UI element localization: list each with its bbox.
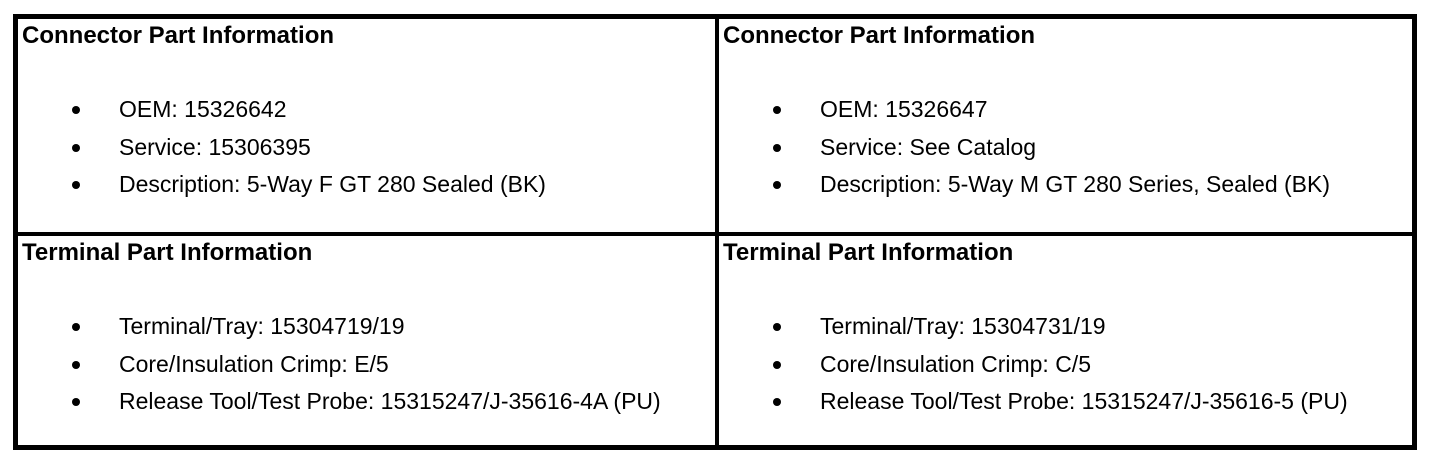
list-item: Core/Insulation Crimp: C/5 bbox=[723, 346, 1408, 384]
part-attribute-list: OEM: 15326642 Service: 15306395 Descript… bbox=[22, 91, 711, 204]
list-item-text: Release Tool/Test Probe: 15315247/J-3561… bbox=[820, 388, 1348, 414]
bullet-icon bbox=[72, 106, 80, 114]
bullet-icon bbox=[773, 360, 781, 369]
list-item: Terminal/Tray: 15304731/19 bbox=[723, 308, 1408, 346]
list-item-text: Service: See Catalog bbox=[820, 133, 1037, 160]
list-item-text: OEM: 15326642 bbox=[119, 96, 287, 122]
cell-title: Connector Part Information bbox=[723, 22, 1036, 49]
connector-part-info-cell-left: Connector Part Information OEM: 15326642… bbox=[18, 19, 715, 232]
connector-part-info-cell-right: Connector Part Information OEM: 15326647… bbox=[715, 19, 1412, 232]
list-item-text: OEM: 15326647 bbox=[820, 96, 988, 122]
list-item: OEM: 15326647 bbox=[723, 91, 1408, 129]
list-item-text: Terminal/Tray: 15304731/19 bbox=[820, 313, 1106, 339]
list-item-text: Description: 5-Way F GT 280 Sealed (BK) bbox=[119, 171, 546, 197]
list-item: Description: 5-Way M GT 280 Series, Seal… bbox=[723, 166, 1408, 204]
list-item: Core/Insulation Crimp: E/5 bbox=[22, 346, 711, 384]
cell-title: Terminal Part Information bbox=[22, 239, 313, 266]
list-item: Service: See Catalog bbox=[723, 129, 1408, 167]
list-item: Release Tool/Test Probe: 15315247/J-3561… bbox=[22, 383, 711, 421]
list-item: Release Tool/Test Probe: 15315247/J-3561… bbox=[723, 383, 1408, 421]
list-item-text: Description: 5-Way M GT 280 Series, Seal… bbox=[820, 171, 1331, 197]
list-item-text: Core/Insulation Crimp: C/5 bbox=[820, 350, 1091, 377]
part-attribute-list: Terminal/Tray: 15304731/19 Core/Insulati… bbox=[723, 308, 1408, 421]
list-item-text: Core/Insulation Crimp: E/5 bbox=[119, 350, 389, 377]
bullet-icon bbox=[773, 181, 781, 189]
list-item: Terminal/Tray: 15304719/19 bbox=[22, 308, 711, 346]
part-attribute-list: Terminal/Tray: 15304719/19 Core/Insulati… bbox=[22, 308, 711, 421]
bullet-icon bbox=[72, 398, 80, 406]
bullet-icon bbox=[773, 143, 781, 152]
list-item: OEM: 15326642 bbox=[22, 91, 711, 129]
bullet-icon bbox=[72, 143, 80, 152]
bullet-icon bbox=[773, 398, 781, 406]
list-item-text: Service: 15306395 bbox=[119, 133, 311, 160]
bullet-icon bbox=[72, 181, 80, 189]
list-item: Description: 5-Way F GT 280 Sealed (BK) bbox=[22, 166, 711, 204]
part-attribute-list: OEM: 15326647 Service: See Catalog Descr… bbox=[723, 91, 1408, 204]
list-item: Service: 15306395 bbox=[22, 129, 711, 167]
bullet-icon bbox=[72, 323, 80, 331]
cell-title: Connector Part Information bbox=[22, 22, 335, 49]
terminal-part-info-cell-left: Terminal Part Information Terminal/Tray:… bbox=[18, 232, 715, 445]
bullet-icon bbox=[773, 106, 781, 114]
cell-title: Terminal Part Information bbox=[723, 239, 1014, 266]
bullet-icon bbox=[72, 360, 80, 369]
part-info-table: Connector Part Information OEM: 15326642… bbox=[13, 14, 1417, 450]
bullet-icon bbox=[773, 323, 781, 331]
list-item-text: Terminal/Tray: 15304719/19 bbox=[119, 313, 405, 339]
list-item-text: Release Tool/Test Probe: 15315247/J-3561… bbox=[119, 388, 661, 414]
terminal-part-info-cell-right: Terminal Part Information Terminal/Tray:… bbox=[715, 232, 1412, 445]
